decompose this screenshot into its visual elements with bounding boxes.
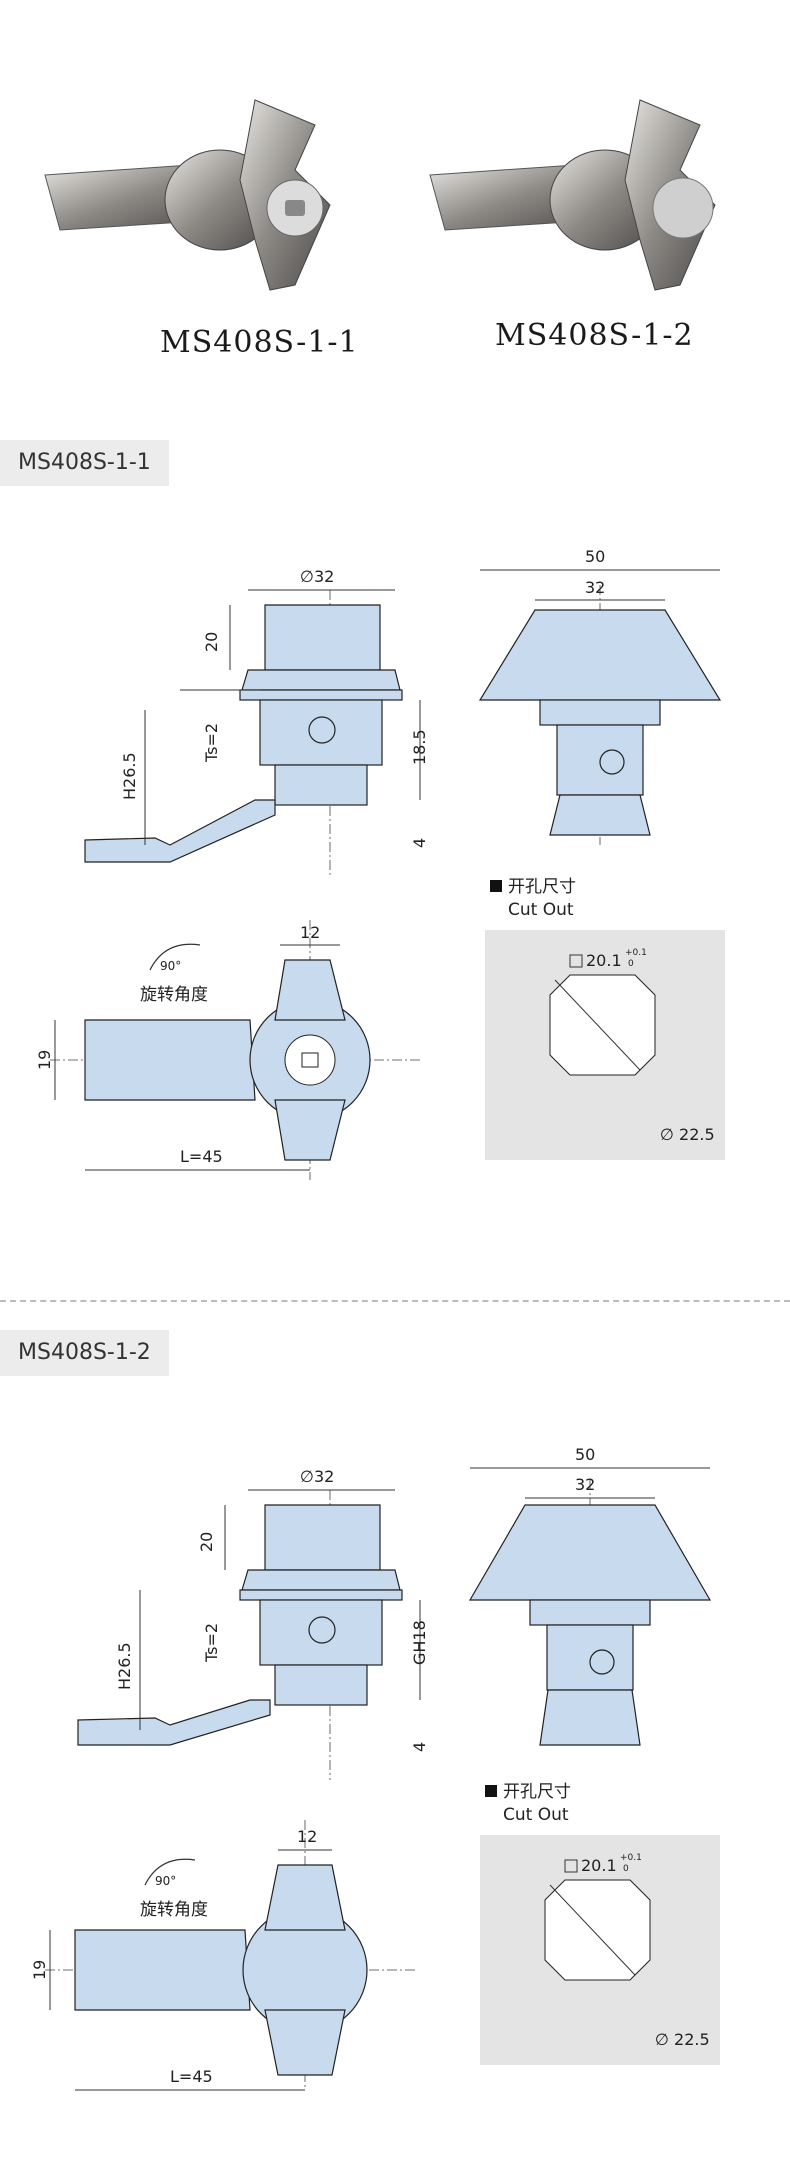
svg-text:∅ 22.5: ∅ 22.5: [655, 2030, 710, 2049]
svg-text:开孔尺寸: 开孔尺寸: [503, 1782, 571, 1802]
svg-text:12: 12: [300, 923, 320, 942]
svg-text:L=45: L=45: [180, 1147, 223, 1166]
svg-text:90°: 90°: [155, 1874, 176, 1888]
product-label-1: MS408S-1-1: [160, 325, 359, 360]
front-view-1: 50 32: [478, 547, 722, 845]
svg-text:L=45: L=45: [170, 2067, 213, 2086]
svg-text:12: 12: [297, 1827, 317, 1846]
svg-text:∅32: ∅32: [300, 1467, 334, 1486]
cutout-2: 开孔尺寸 Cut Out 20.1 +0.1 0 ∅ 22.5: [480, 1782, 720, 2065]
side-view-2: ∅32 20 Ts=2 H26.5 GH18 4: [77, 1467, 429, 1780]
drawing-section-1: ∅32 20 Ts=2 H26.5 18.5 4 50 32 12: [35, 547, 725, 1180]
svg-text:20: 20: [197, 1532, 216, 1552]
svg-text:32: 32: [575, 1475, 595, 1494]
svg-text:+0.1: +0.1: [625, 948, 647, 958]
cutout-1: 开孔尺寸 Cut Out 20.1 +0.1 0 ∅ 22.5: [485, 877, 725, 1160]
svg-text:50: 50: [575, 1445, 595, 1464]
product-label-2: MS408S-1-2: [495, 318, 694, 353]
svg-text:GH18: GH18: [410, 1620, 429, 1665]
svg-text:20.1: 20.1: [586, 951, 622, 970]
side-view-1: ∅32 20 Ts=2 H26.5 18.5 4: [84, 567, 429, 875]
svg-text:0: 0: [628, 959, 634, 969]
svg-text:∅32: ∅32: [300, 567, 334, 586]
svg-text:18.5: 18.5: [410, 729, 429, 765]
drawing-section-2: ∅32 20 Ts=2 H26.5 GH18 4 50 32 12 19 L=4: [30, 1445, 720, 2091]
svg-text:∅ 22.5: ∅ 22.5: [660, 1125, 715, 1144]
svg-text:开孔尺寸: 开孔尺寸: [508, 877, 576, 897]
section-tab-2: MS408S-1-2: [0, 1330, 169, 1376]
svg-text:Cut Out: Cut Out: [508, 900, 574, 920]
section-divider: [0, 1300, 790, 1302]
svg-text:H26.5: H26.5: [115, 1642, 134, 1690]
svg-text:旋转角度: 旋转角度: [140, 985, 208, 1005]
svg-text:Ts=2: Ts=2: [202, 1623, 221, 1663]
svg-text:19: 19: [35, 1050, 54, 1070]
svg-text:19: 19: [30, 1960, 49, 1980]
svg-text:旋转角度: 旋转角度: [140, 1900, 208, 1920]
svg-text:+0.1: +0.1: [620, 1853, 642, 1863]
svg-text:4: 4: [410, 838, 429, 848]
svg-text:32: 32: [585, 578, 605, 597]
svg-text:90°: 90°: [160, 959, 181, 973]
svg-text:Ts=2: Ts=2: [202, 723, 221, 763]
svg-text:50: 50: [585, 547, 605, 566]
product-photo-2: [425, 80, 745, 314]
svg-text:H26.5: H26.5: [120, 752, 139, 800]
svg-text:0: 0: [623, 1864, 629, 1874]
section-tab-1: MS408S-1-1: [0, 440, 169, 486]
svg-text:20.1: 20.1: [581, 1856, 617, 1875]
svg-text:Cut Out: Cut Out: [503, 1805, 569, 1825]
svg-text:20: 20: [202, 632, 221, 652]
plan-view-1: 12 19 L=45 90° 旋转角度: [35, 920, 420, 1180]
plan-view-2: 12 19 L=45 90° 旋转角度: [30, 1820, 415, 2091]
product-photo-1: [40, 80, 360, 314]
front-view-2: 50 32: [468, 1445, 712, 1746]
svg-text:4: 4: [410, 1742, 429, 1752]
